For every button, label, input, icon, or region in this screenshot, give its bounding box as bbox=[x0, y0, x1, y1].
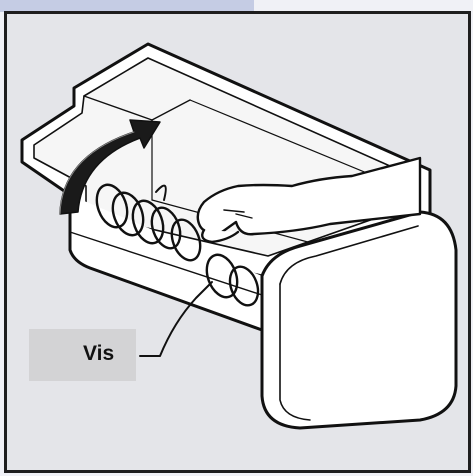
front-cover bbox=[260, 210, 458, 430]
header-tab bbox=[0, 0, 254, 12]
callout-label-box bbox=[29, 329, 136, 381]
callout-label-text: Vis bbox=[83, 342, 115, 365]
callout-leader-line bbox=[139, 281, 213, 357]
hand bbox=[196, 156, 422, 244]
auger-spiral bbox=[95, 183, 260, 307]
rotation-arrow bbox=[59, 119, 161, 215]
